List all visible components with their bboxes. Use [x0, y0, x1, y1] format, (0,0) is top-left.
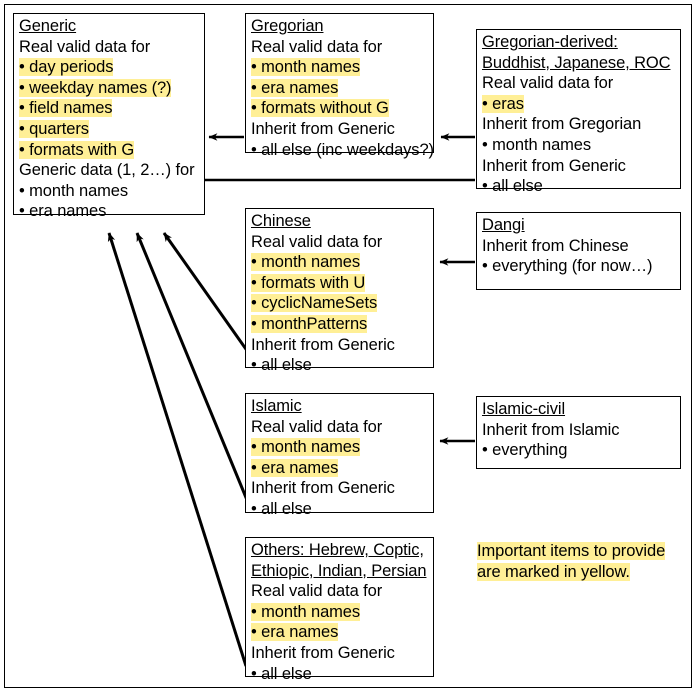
box-gregorian-title: Gregorian: [251, 17, 324, 35]
box-generic-line-6: • formats with G: [19, 140, 135, 159]
box-gregorian-derived-line-4: • month names: [482, 135, 592, 154]
box-generic-line-1: Real valid data for: [19, 37, 151, 56]
box-others-line-2: • month names: [251, 602, 361, 621]
box-chinese-line-5: • monthPatterns: [251, 314, 368, 333]
box-gregorian-derived-title-line-1: Gregorian-derived:: [482, 33, 618, 51]
legend-note-line-2: are marked in yellow.: [477, 562, 630, 581]
box-islamic-line-2: • month names: [251, 438, 361, 457]
box-dangi-title: Dangi: [482, 216, 525, 234]
box-islamic[interactable]: Islamic Real valid data for • month name…: [245, 393, 434, 518]
box-islamic-line-5: • all else: [251, 499, 312, 518]
box-dangi-line-2: • everything (for now…): [482, 257, 653, 276]
box-islamic-civil-line-1: Inherit from Islamic: [482, 420, 620, 439]
box-others-line-3: • era names: [251, 623, 339, 642]
box-gregorian[interactable]: Gregorian Real valid data for • month na…: [245, 13, 434, 159]
box-chinese-line-3: • formats with U: [251, 273, 366, 292]
box-chinese-line-7: • all else: [251, 356, 312, 375]
box-others-title-line-1: Others: Hebrew, Coptic,: [251, 541, 424, 559]
box-chinese-line-2: • month names: [251, 253, 361, 272]
box-generic-line-4: • field names: [19, 99, 113, 118]
box-islamic-line-1: Real valid data for: [251, 417, 383, 436]
box-gregorian-derived-line-1: Real valid data for: [482, 74, 614, 93]
box-chinese[interactable]: Chinese Real valid data for • month name…: [245, 208, 434, 374]
box-generic-line-3: • weekday names (?): [19, 78, 172, 97]
outer-frame: [4, 4, 692, 688]
box-chinese-line-4: • cyclicNameSets: [251, 294, 378, 313]
box-islamic-line-3: • era names: [251, 458, 339, 477]
box-generic-line-5: • quarters: [19, 119, 89, 138]
box-dangi[interactable]: Dangi Inherit from Chinese • everything …: [476, 212, 681, 290]
box-generic-line-7: Generic data (1, 2…) for: [19, 161, 195, 180]
legend-note: Important items to provide are marked in…: [477, 541, 682, 582]
box-chinese-line-6: Inherit from Generic: [251, 335, 395, 354]
box-others[interactable]: Others: Hebrew, Coptic, Ethiopic, Indian…: [245, 537, 434, 683]
box-others-line-1: Real valid data for: [251, 582, 383, 601]
box-gregorian-line-1: Real valid data for: [251, 37, 383, 56]
box-islamic-civil-title: Islamic-civil: [482, 400, 566, 418]
box-chinese-line-1: Real valid data for: [251, 232, 383, 251]
box-gregorian-derived-line-6: • all else: [482, 177, 543, 196]
box-chinese-title: Chinese: [251, 212, 311, 230]
box-dangi-line-1: Inherit from Chinese: [482, 236, 629, 255]
box-generic-line-2: • day periods: [19, 58, 114, 77]
box-islamic-title: Islamic: [251, 397, 302, 415]
box-gregorian-line-3: • era names: [251, 78, 339, 97]
box-generic-title: Generic: [19, 17, 77, 35]
box-others-title-line-2: Ethiopic, Indian, Persian: [251, 561, 427, 580]
box-others-line-5: • all else: [251, 664, 312, 683]
box-gregorian-derived-line-5: Inherit from Generic: [482, 156, 626, 175]
box-generic-line-9: • era names: [19, 202, 107, 221]
box-gregorian-line-2: • month names: [251, 58, 361, 77]
box-gregorian-line-6: • all else (inc weekdays?): [251, 140, 434, 159]
box-islamic-line-4: Inherit from Generic: [251, 479, 395, 498]
box-generic[interactable]: Generic Real valid data for • day period…: [13, 13, 205, 220]
box-gregorian-line-4: • formats without G: [251, 99, 389, 118]
box-gregorian-derived[interactable]: Gregorian-derived: Buddhist, Japanese, R…: [476, 29, 681, 195]
box-islamic-civil[interactable]: Islamic-civil Inherit from Islamic • eve…: [476, 396, 681, 469]
box-generic-line-8: • month names: [19, 181, 129, 200]
box-gregorian-derived-line-2: • eras: [482, 94, 524, 113]
box-gregorian-derived-title-line-2: Buddhist, Japanese, ROC: [482, 53, 671, 72]
legend-note-line-1: Important items to provide: [477, 542, 666, 560]
box-others-line-4: Inherit from Generic: [251, 643, 395, 662]
box-gregorian-derived-line-3: Inherit from Gregorian: [482, 115, 642, 134]
box-gregorian-line-5: Inherit from Generic: [251, 119, 395, 138]
box-islamic-civil-line-2: • everything: [482, 441, 568, 460]
